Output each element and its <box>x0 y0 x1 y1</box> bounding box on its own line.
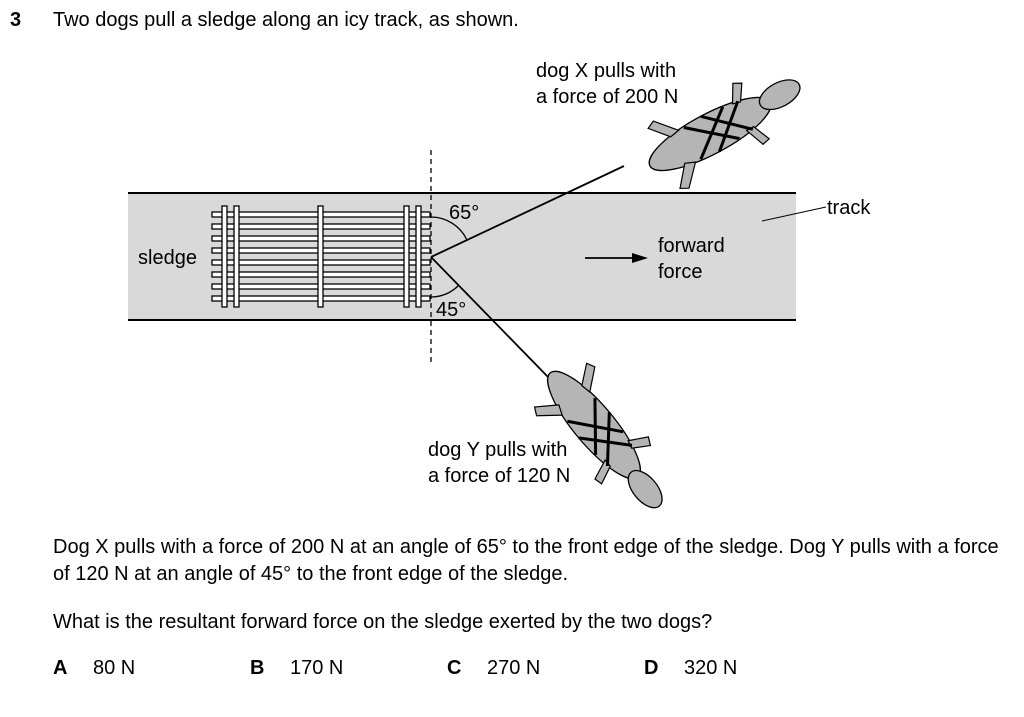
dog-y-label-line1: dog Y pulls with <box>428 439 567 461</box>
option-a[interactable]: A 80 N <box>53 657 135 680</box>
option-c[interactable]: C 270 N <box>447 657 540 680</box>
question-number: 3 <box>10 9 22 31</box>
angle-arc-45 <box>430 284 460 298</box>
option-d[interactable]: D 320 N <box>644 657 737 680</box>
rope-dog-x <box>430 165 625 258</box>
option-d-letter: D <box>644 657 659 679</box>
angle-arc-65 <box>430 216 468 241</box>
option-b[interactable]: B 170 N <box>250 657 343 680</box>
forward-label-line1: forward <box>658 235 725 257</box>
option-c-text: 270 N <box>487 657 541 679</box>
option-d-text: 320 N <box>684 657 738 679</box>
option-b-letter: B <box>250 657 265 679</box>
option-a-letter: A <box>53 657 68 679</box>
option-c-letter: C <box>447 657 462 679</box>
sledge-label: sledge <box>138 247 197 269</box>
dog-x-illustration <box>647 79 801 190</box>
dog-x-label-line1: dog X pulls with <box>536 60 676 82</box>
forward-force-arrow <box>585 253 648 263</box>
option-b-text: 170 N <box>290 657 344 679</box>
sledge <box>211 205 431 308</box>
dog-y-illustration <box>533 362 663 509</box>
option-a-text: 80 N <box>93 657 136 679</box>
dog-y-label-line2: a force of 120 N <box>428 465 570 487</box>
rope-dog-y <box>430 256 549 378</box>
question-paragraph-2: What is the resultant forward force on t… <box>53 611 713 633</box>
question-stem: Two dogs pull a sledge along an icy trac… <box>53 9 519 31</box>
angle-label-65: 65° <box>449 202 479 224</box>
question-paragraph-1: Dog X pulls with a force of 200 N at an … <box>53 536 999 585</box>
forward-label-line2: force <box>658 261 702 283</box>
track-label: track <box>827 197 871 219</box>
angle-label-45: 45° <box>436 299 466 321</box>
track-leader-line <box>761 206 827 222</box>
dog-x-label-line2: a force of 200 N <box>536 86 678 108</box>
